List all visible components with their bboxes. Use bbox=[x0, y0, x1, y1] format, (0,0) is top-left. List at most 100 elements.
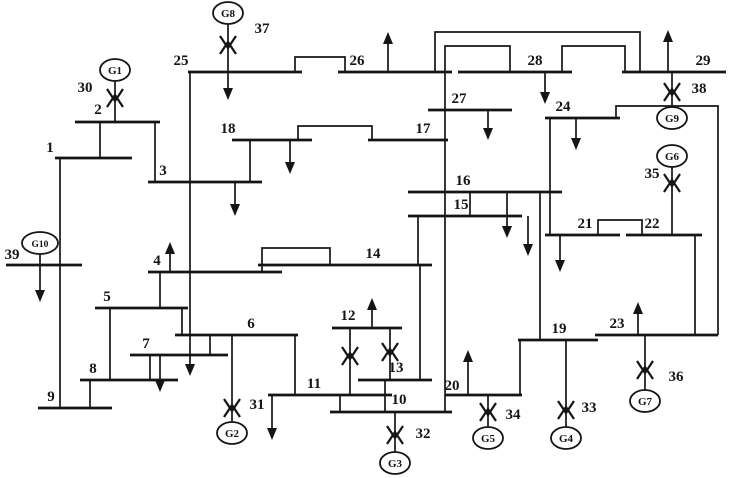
bus-label-25: 25 bbox=[174, 53, 189, 69]
bus-label-2: 2 bbox=[94, 102, 102, 118]
bus-label-21: 21 bbox=[578, 216, 593, 232]
bus-label-37: 37 bbox=[255, 21, 271, 37]
bus-label-22: 22 bbox=[645, 216, 660, 232]
generator-circle-G1 bbox=[99, 58, 131, 82]
generator-circle-G9 bbox=[656, 106, 688, 130]
transformer-icon-20-34 bbox=[479, 402, 497, 417]
transformer-icon-23-36 bbox=[636, 360, 654, 375]
transformer-icon-2-30 bbox=[106, 88, 124, 103]
bus-label-38: 38 bbox=[692, 81, 707, 97]
transformer-icon-12-11 bbox=[341, 346, 359, 361]
bus-label-36: 36 bbox=[669, 369, 685, 385]
branch-line-4-14 bbox=[261, 247, 331, 272]
bus-label-26: 26 bbox=[350, 53, 366, 69]
transformer-icon-20-34 bbox=[479, 407, 497, 422]
transformer-icon-10-32 bbox=[386, 430, 404, 445]
bus-label-11: 11 bbox=[307, 376, 321, 392]
bus-label-9: 9 bbox=[47, 389, 55, 405]
generator-label-G3: G3 bbox=[388, 458, 403, 470]
generator-label-G2: G2 bbox=[225, 428, 240, 440]
bus-label-27: 27 bbox=[452, 91, 468, 107]
bus-label-14: 14 bbox=[366, 246, 382, 262]
transformer-icon-12-13 bbox=[381, 342, 399, 357]
load-arrow-icon-bus-4 bbox=[165, 242, 175, 254]
branch-line-28-29 bbox=[561, 45, 626, 72]
bus-label-13: 13 bbox=[389, 360, 404, 376]
load-arrow-icon-bus-25 bbox=[223, 88, 233, 100]
bus-label-39: 39 bbox=[5, 247, 20, 263]
branch-line-21-22 bbox=[597, 219, 643, 235]
bus-label-7: 7 bbox=[142, 336, 150, 352]
generator-circle-G6 bbox=[656, 144, 688, 168]
load-arrow-icon-bus-16 bbox=[502, 226, 512, 238]
bus-label-6: 6 bbox=[247, 316, 255, 332]
load-arrow-icon-bus-12 bbox=[367, 298, 377, 310]
load-arrow-icon-bus-11 bbox=[267, 428, 277, 440]
generator-label-G7: G7 bbox=[638, 396, 653, 408]
transformer-icon-29-38 bbox=[663, 87, 681, 102]
bus-label-23: 23 bbox=[610, 316, 625, 332]
bus-label-24: 24 bbox=[556, 99, 572, 115]
bus-label-34: 34 bbox=[506, 407, 522, 423]
branch-line-25-26 bbox=[294, 56, 346, 72]
generator-circle-G5 bbox=[472, 426, 504, 450]
transformer-icon-6-31 bbox=[223, 403, 241, 418]
branch-line-26-29 bbox=[434, 31, 641, 72]
load-arrow-icon-bus-21 bbox=[555, 260, 565, 272]
generator-label-G1: G1 bbox=[108, 65, 122, 77]
load-arrow-icon-bus-7 bbox=[155, 380, 165, 392]
load-arrow-icon-bus-29 bbox=[663, 30, 673, 42]
transformer-icon-22-35 bbox=[663, 178, 681, 193]
generator-circle-G7 bbox=[629, 389, 661, 413]
load-arrow-icon-bus-18 bbox=[285, 162, 295, 174]
branch-line-24-23 bbox=[615, 105, 719, 335]
generator-label-G5: G5 bbox=[481, 433, 496, 445]
generator-label-G10: G10 bbox=[32, 240, 49, 250]
load-arrow-icon-bus-39 bbox=[35, 290, 45, 302]
generator-circle-G4 bbox=[550, 426, 582, 450]
branch-line-18-17 bbox=[297, 125, 373, 140]
bus-label-1: 1 bbox=[46, 140, 54, 156]
bus-label-32: 32 bbox=[416, 426, 431, 442]
load-arrow-icon-bus-26 bbox=[383, 32, 393, 44]
bus-label-3: 3 bbox=[159, 163, 167, 179]
transformer-icon-2-30 bbox=[106, 93, 124, 108]
generator-label-G9: G9 bbox=[665, 113, 680, 125]
transformer-icon-10-32 bbox=[386, 425, 404, 440]
bus-label-20: 20 bbox=[445, 378, 460, 394]
transformer-icon-12-13 bbox=[381, 347, 399, 362]
generator-label-G8: G8 bbox=[221, 8, 236, 20]
load-arrow-icon-bus-27 bbox=[483, 128, 493, 140]
bus-label-19: 19 bbox=[552, 321, 567, 337]
generator-circle-G3 bbox=[379, 451, 411, 475]
load-arrow-icon-bus-24 bbox=[571, 138, 581, 150]
bus-label-28: 28 bbox=[528, 53, 543, 69]
load-arrow-icon-bus-15 bbox=[523, 244, 533, 256]
bus-label-31: 31 bbox=[250, 397, 265, 413]
transformer-icon-23-36 bbox=[636, 365, 654, 380]
transformer-icon-29-38 bbox=[663, 82, 681, 97]
load-arrow-icon-bus-23 bbox=[633, 302, 643, 314]
bus-label-12: 12 bbox=[341, 308, 356, 324]
bus-label-17: 17 bbox=[416, 121, 432, 137]
bus-label-18: 18 bbox=[221, 121, 236, 137]
bus-label-8: 8 bbox=[89, 361, 97, 377]
load-arrow-icon-bus-28 bbox=[540, 92, 550, 104]
transformer-icon-12-11 bbox=[341, 351, 359, 366]
generator-circle-G10 bbox=[21, 231, 59, 255]
bus-label-29: 29 bbox=[696, 53, 711, 69]
transformer-icon-19-33 bbox=[557, 400, 575, 415]
generator-label-G6: G6 bbox=[665, 151, 680, 163]
bus-label-5: 5 bbox=[103, 289, 111, 305]
branch-line-26-28 bbox=[444, 45, 511, 72]
transformer-icon-22-35 bbox=[663, 173, 681, 188]
bus-label-16: 16 bbox=[456, 173, 472, 189]
generator-circle-G8 bbox=[212, 1, 244, 25]
bus-label-33: 33 bbox=[582, 400, 597, 416]
transformer-icon-25-37 bbox=[219, 40, 237, 55]
load-arrow-icon-bus-6 bbox=[185, 364, 195, 376]
bus-label-10: 10 bbox=[392, 392, 407, 408]
transformer-icon-6-31 bbox=[223, 398, 241, 413]
